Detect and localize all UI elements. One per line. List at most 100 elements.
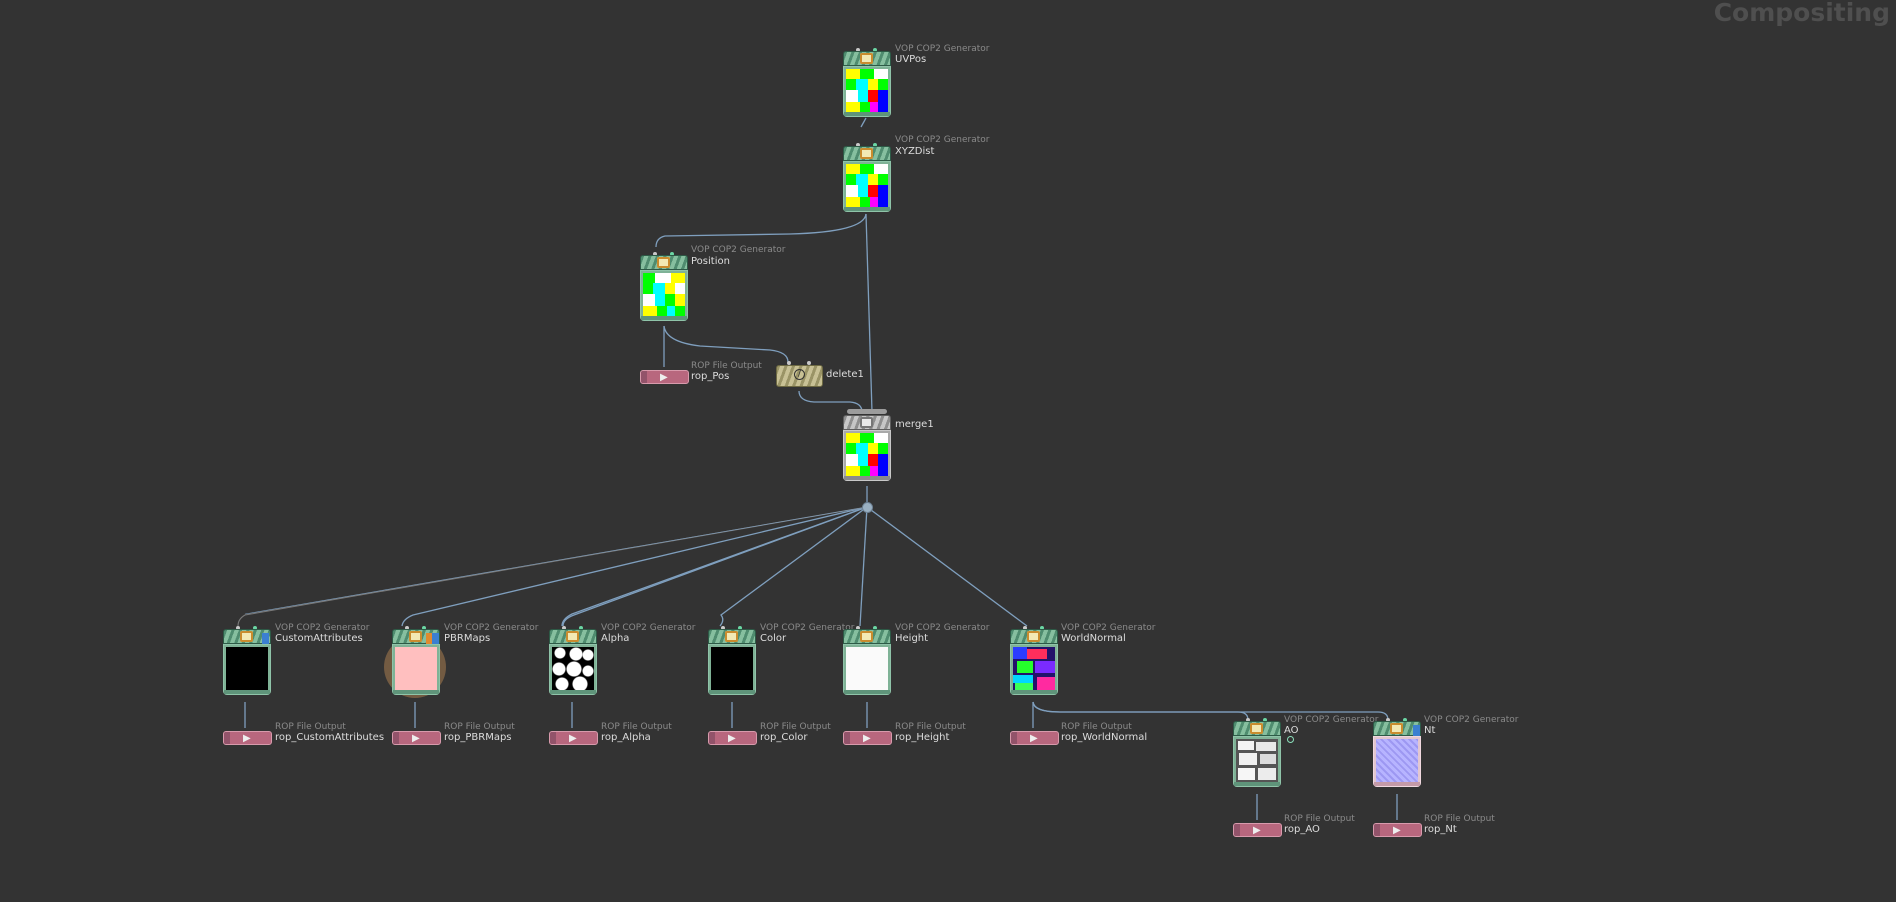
render-flag-icon[interactable]	[426, 633, 433, 644]
node-name-label[interactable]: delete1	[826, 369, 864, 380]
node-type-label: VOP COP2 Generator	[601, 623, 696, 633]
node-footer	[844, 476, 890, 480]
node-name-label[interactable]: PBRMaps	[444, 633, 491, 644]
ambient-occlusion-thumbnail	[1236, 739, 1278, 782]
node-name-label[interactable]: rop_Color	[760, 732, 808, 743]
node-rop-color[interactable]: ▶	[708, 731, 757, 745]
node-name-label[interactable]: rop_Alpha	[601, 732, 651, 743]
input-connector[interactable]	[856, 143, 860, 147]
node-customattributes[interactable]	[223, 626, 271, 695]
merge-input-bar[interactable]	[847, 409, 887, 414]
input-connector[interactable]	[1023, 626, 1027, 630]
node-name-label[interactable]: CustomAttributes	[275, 633, 363, 644]
node-name-label[interactable]: Height	[895, 633, 929, 644]
node-body	[843, 66, 891, 117]
node-worldnormal[interactable]	[1010, 626, 1058, 695]
node-type-label: VOP COP2 Generator	[895, 135, 990, 145]
node-name-label[interactable]: rop_Nt	[1424, 824, 1457, 835]
input-connector[interactable]	[1386, 718, 1390, 722]
bypass-flag[interactable]	[393, 732, 399, 744]
node-name-label[interactable]: rop_AO	[1284, 824, 1320, 835]
node-rop-alpha[interactable]: ▶	[549, 731, 598, 745]
black-thumbnail	[226, 647, 268, 690]
node-pbrmaps[interactable]	[392, 626, 440, 695]
node-rop-height[interactable]: ▶	[843, 731, 892, 745]
flag-dot	[422, 626, 426, 630]
bypass-flag[interactable]	[550, 732, 556, 744]
node-rop-pbrmaps[interactable]: ▶	[392, 731, 441, 745]
node-rop-nt[interactable]: ▶	[1373, 823, 1422, 837]
node-rop-pos[interactable]: ▶	[640, 370, 689, 384]
bypass-flag[interactable]	[709, 732, 715, 744]
input-connector[interactable]	[856, 626, 860, 630]
node-delete1[interactable]: /	[776, 361, 823, 387]
uv-checker-thumbnail	[643, 273, 685, 316]
node-height[interactable]	[843, 626, 891, 695]
node-name-label[interactable]: merge1	[895, 419, 934, 430]
node-position[interactable]	[640, 252, 688, 321]
input-connector[interactable]	[787, 361, 791, 365]
node-ao[interactable]	[1233, 718, 1281, 787]
bypass-flag[interactable]	[641, 371, 647, 383]
wire-worldnormal-ao	[1032, 701, 1249, 721]
node-name-label[interactable]: rop_CustomAttributes	[275, 732, 385, 743]
bypass-flag[interactable]	[844, 732, 850, 744]
input-connector[interactable]	[236, 626, 240, 630]
input-connector[interactable]	[856, 48, 860, 52]
display-flag-icon[interactable]	[1413, 725, 1420, 736]
node-name-label[interactable]: rop_PBRMaps	[444, 732, 512, 743]
node-name-label[interactable]: Position	[691, 256, 730, 267]
input-connector[interactable]	[1246, 718, 1250, 722]
normal-map-thumbnail	[1013, 647, 1055, 690]
wire-hub-customattributes	[237, 506, 868, 627]
vop-generator-icon	[566, 631, 579, 642]
node-name-label[interactable]: AO	[1284, 725, 1299, 736]
input-connector[interactable]	[653, 252, 657, 256]
node-name-label[interactable]: rop_Height	[895, 732, 950, 743]
display-flag-icon[interactable]	[432, 633, 439, 644]
node-name-label[interactable]: Alpha	[601, 633, 630, 644]
node-name-label[interactable]: rop_WorldNormal	[1061, 732, 1148, 743]
node-footer	[550, 690, 596, 694]
flag-dot	[670, 252, 674, 256]
node-type-label: ROP File Output	[895, 722, 966, 732]
node-uvpos[interactable]	[843, 48, 891, 117]
flag-dot	[1040, 626, 1044, 630]
wire-delete1-merge1	[798, 390, 863, 413]
node-type-label: VOP COP2 Generator	[275, 623, 370, 633]
node-alpha[interactable]	[549, 626, 597, 695]
node-footer	[844, 207, 890, 211]
node-body	[843, 161, 891, 212]
uv-checker-thumbnail	[846, 164, 888, 207]
node-name-label[interactable]: WorldNormal	[1061, 633, 1126, 644]
node-name-label[interactable]: Nt	[1424, 725, 1436, 736]
vop-generator-icon	[1390, 723, 1403, 734]
node-rop-customattributes[interactable]: ▶	[223, 731, 272, 745]
node-name-label[interactable]: Color	[760, 633, 787, 644]
node-merge1[interactable]	[843, 409, 891, 481]
wire-dot-hub[interactable]	[862, 502, 873, 513]
node-color[interactable]	[708, 626, 756, 695]
node-type-label: ROP File Output	[275, 722, 346, 732]
rop-output-icon: ▶	[728, 733, 736, 744]
input-connector[interactable]	[405, 626, 409, 630]
node-type-label: VOP COP2 Generator	[895, 623, 990, 633]
node-rop-ao[interactable]: ▶	[1233, 823, 1282, 837]
node-rop-worldnormal[interactable]: ▶	[1010, 731, 1059, 745]
node-name-label[interactable]: rop_Pos	[691, 371, 730, 382]
input-connector[interactable]	[562, 626, 566, 630]
node-xyzdist[interactable]	[843, 143, 891, 212]
output-ring[interactable]	[1287, 736, 1294, 743]
node-nt[interactable]	[1373, 718, 1421, 787]
bypass-flag[interactable]	[1374, 824, 1380, 836]
input-connector[interactable]	[807, 361, 811, 365]
input-connector[interactable]	[721, 626, 725, 630]
display-flag-icon[interactable]	[262, 633, 269, 644]
node-name-label[interactable]: XYZDist	[895, 146, 935, 157]
node-name-label[interactable]: UVPos	[895, 54, 927, 65]
wire-hub-pbrmaps-2	[401, 506, 868, 627]
bypass-flag[interactable]	[224, 732, 230, 744]
node-footer	[1234, 782, 1280, 786]
bypass-flag[interactable]	[1234, 824, 1240, 836]
bypass-flag[interactable]	[1011, 732, 1017, 744]
